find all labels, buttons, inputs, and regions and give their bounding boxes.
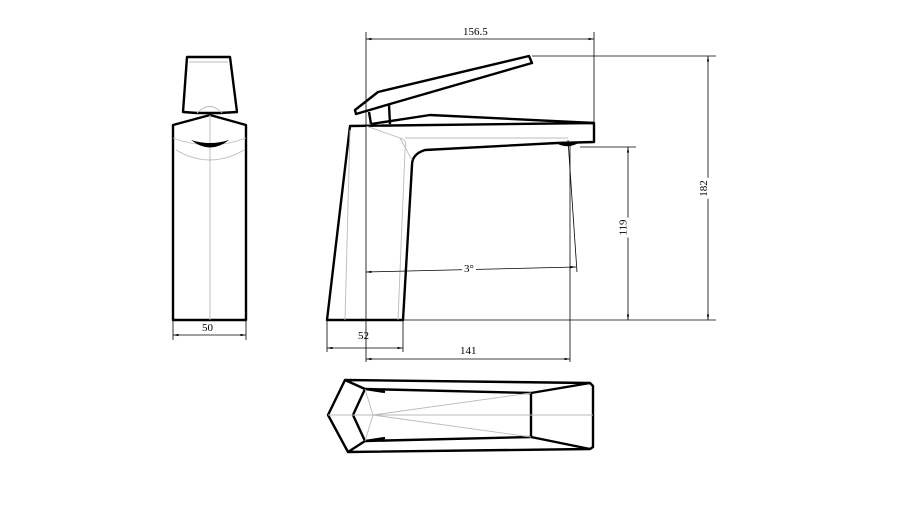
dim-overall-length: 156.5 bbox=[461, 26, 490, 38]
dim-front-width: 50 bbox=[202, 322, 213, 334]
top-inner bbox=[351, 387, 533, 443]
front-handle bbox=[181, 55, 239, 115]
side-view bbox=[325, 32, 716, 362]
dim-spout-angle: 3° bbox=[462, 263, 476, 275]
aerator-outlet bbox=[191, 140, 229, 148]
side-handle bbox=[353, 54, 534, 116]
dim-spout-reach: 141 bbox=[460, 345, 477, 357]
top-view bbox=[326, 378, 595, 454]
front-view bbox=[171, 55, 248, 340]
dim-spout-height: 119 bbox=[617, 217, 630, 238]
side-body bbox=[325, 121, 596, 322]
front-body bbox=[171, 113, 248, 322]
dim-base-depth: 52 bbox=[358, 330, 369, 342]
top-outline bbox=[326, 378, 595, 454]
dim-overall-height: 182 bbox=[697, 178, 710, 199]
